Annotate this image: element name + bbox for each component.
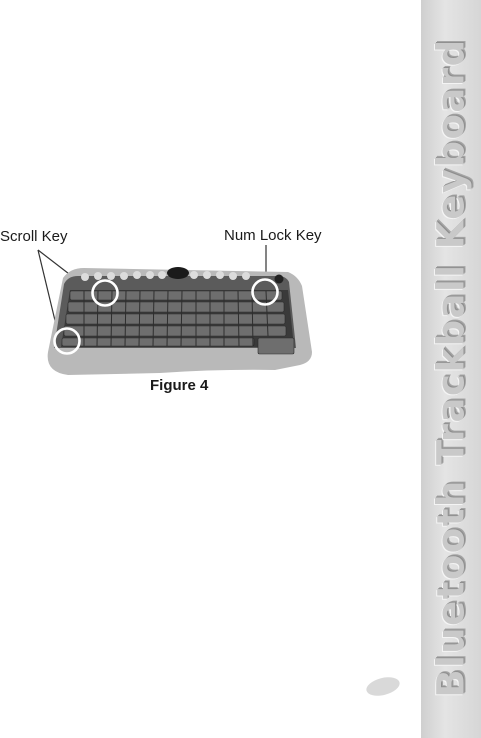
figure-caption: Figure 4	[150, 377, 208, 394]
sidebar-title: Bluetooth Trackball Keyboard	[430, 38, 473, 697]
keyboard-image	[48, 267, 312, 375]
page-marker-shape	[364, 674, 401, 699]
keyboard-figure	[0, 240, 340, 382]
